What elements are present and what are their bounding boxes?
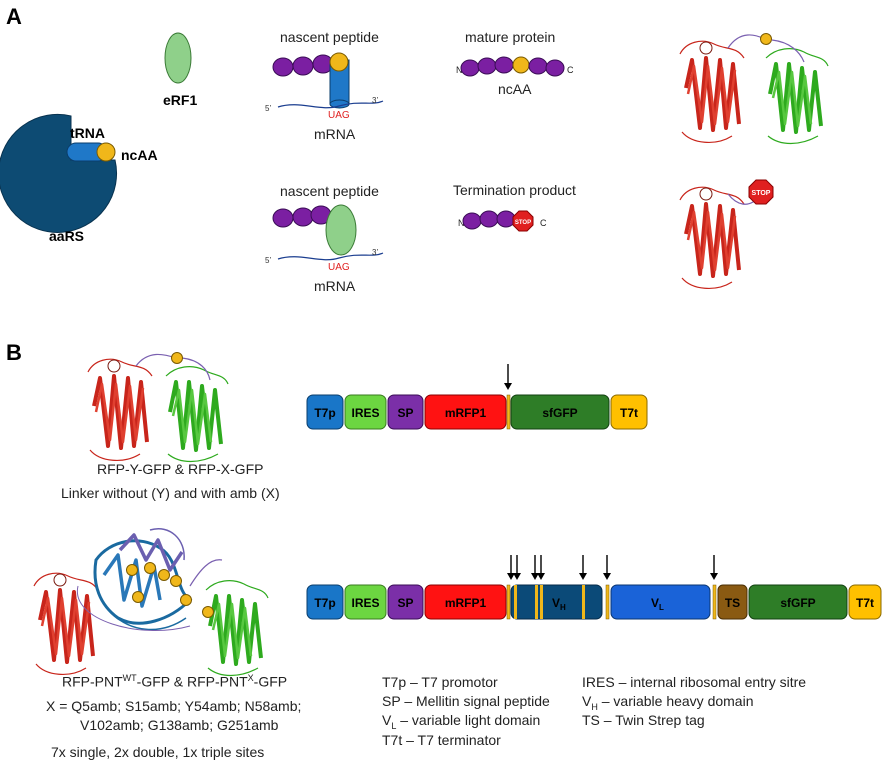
segment-sfgfp bbox=[510, 394, 610, 430]
mature-protein-label: mature protein bbox=[465, 29, 555, 45]
svg-text:sfGFP: sfGFP bbox=[542, 406, 577, 420]
erf1-label: eRF1 bbox=[163, 92, 197, 108]
svg-text:mRFP1: mRFP1 bbox=[445, 596, 487, 610]
svg-text:IRES: IRES bbox=[351, 596, 379, 610]
ncaa-label: ncAA bbox=[121, 147, 158, 163]
svg-text:T7p: T7p bbox=[314, 596, 335, 610]
svg-text:T7t: T7t bbox=[856, 596, 874, 610]
ncaa-shape bbox=[96, 142, 116, 162]
svg-text:TS: TS bbox=[725, 596, 740, 610]
segment-ires bbox=[344, 394, 387, 430]
segment2-ires bbox=[344, 584, 387, 620]
termination-n-terminus: N bbox=[458, 218, 465, 228]
ncaa-incorporated-top bbox=[329, 52, 349, 72]
vh-amber-site-2 bbox=[535, 585, 538, 619]
legend-t7t: T7t – T7 terminator bbox=[382, 732, 501, 748]
mrna-strand-top bbox=[277, 100, 384, 109]
segment2-t7p bbox=[306, 584, 344, 620]
stop-sign-icon: STOP bbox=[512, 210, 534, 232]
panel-b-label: B bbox=[6, 340, 22, 365]
svg-text:VH: VH bbox=[552, 596, 566, 612]
legend-vh: VH – variable heavy domain bbox=[582, 693, 754, 712]
construct2-caption: RFP-PNTWT-GFP & RFP-PNTX-GFP bbox=[62, 673, 288, 690]
segment2-t7t bbox=[848, 584, 882, 620]
construct1-gene-map: T7p IRES SP mRFP1 sfGFP T7t bbox=[306, 364, 648, 430]
uag-codon-top: UAG bbox=[328, 110, 350, 121]
svg-text:SP: SP bbox=[397, 406, 413, 420]
mature-c-terminus: C bbox=[567, 65, 574, 75]
svg-text:T7p: T7p bbox=[314, 406, 335, 420]
rfp-truncated-product: STOP bbox=[678, 179, 774, 291]
segment2-sfgfp bbox=[748, 584, 848, 620]
construct2-gene-map: T7p IRES SP mRFP1 VH VL TS sfGFP T7t bbox=[306, 555, 882, 620]
mrna-strand-bottom bbox=[277, 252, 384, 261]
legend-t7p: T7p – T7 promotor bbox=[382, 674, 498, 690]
segment2-vh bbox=[510, 584, 603, 620]
five-prime-bottom: 5’ bbox=[265, 256, 271, 265]
linker-amber-site bbox=[506, 394, 511, 430]
termination-product-label: Termination product bbox=[453, 182, 576, 198]
uag-codon-bottom: UAG bbox=[328, 262, 350, 273]
mature-n-terminus: N bbox=[456, 65, 463, 75]
construct1-subcaption: Linker without (Y) and with amb (X) bbox=[61, 485, 280, 501]
panel-a-label: A bbox=[6, 4, 22, 29]
segment-mrfp1 bbox=[424, 394, 507, 430]
three-prime-top: 3’ bbox=[372, 96, 378, 105]
aars-label: aaRS bbox=[49, 228, 84, 244]
svg-text:IRES: IRES bbox=[351, 406, 379, 420]
segment2-mrfp1 bbox=[424, 584, 507, 620]
nascent-peptide-bottom-label: nascent peptide bbox=[280, 183, 379, 199]
amber-site-arrow bbox=[504, 364, 512, 390]
stop-sign-text-protein: STOP bbox=[752, 190, 771, 197]
termination-product-chain bbox=[462, 210, 516, 230]
rfp-pnt-gfp-fusion bbox=[32, 527, 270, 678]
nascent-peptide-top-label: nascent peptide bbox=[280, 29, 379, 45]
erf1-bound-bottom bbox=[325, 204, 357, 256]
aars-enzyme-shape bbox=[0, 113, 118, 233]
legend-ts: TS – Twin Strep tag bbox=[582, 712, 705, 728]
mrna-label-top: mRNA bbox=[314, 126, 356, 142]
five-prime-top: 5’ bbox=[265, 104, 271, 113]
trna-label: tRNA bbox=[70, 125, 105, 141]
vl-amber-site bbox=[712, 584, 717, 620]
linker-amber-site-2 bbox=[605, 584, 610, 620]
segment2-vl bbox=[610, 584, 711, 620]
svg-text:VL: VL bbox=[651, 596, 664, 612]
amber-site-arrows bbox=[507, 555, 718, 580]
segment2-sp bbox=[387, 584, 424, 620]
three-prime-bottom: 3’ bbox=[372, 248, 378, 257]
legend-ires: IRES – internal ribosomal entry sitre bbox=[582, 674, 807, 690]
nascent-peptide-bottom bbox=[272, 205, 332, 228]
erf1-shape bbox=[164, 32, 192, 84]
vh-amber-site-1 bbox=[514, 585, 517, 619]
svg-text:sfGFP: sfGFP bbox=[780, 596, 815, 610]
rfp-gfp-fusion-top bbox=[678, 33, 830, 146]
legend-vl: VL – variable light domain bbox=[382, 712, 541, 731]
nascent-peptide-top bbox=[272, 54, 334, 77]
mature-protein-chain bbox=[460, 56, 565, 77]
vh-amber-site-3 bbox=[540, 585, 543, 619]
segment-sp bbox=[387, 394, 424, 430]
segment2-ts bbox=[717, 584, 748, 620]
legend-sp: SP – Mellitin signal peptide bbox=[382, 693, 550, 709]
vh-amber-site-4 bbox=[582, 585, 585, 619]
construct2-sites-line2: V102amb; G138amb; G251amb bbox=[80, 717, 279, 733]
segment-t7t bbox=[610, 394, 648, 430]
svg-text:mRFP1: mRFP1 bbox=[445, 406, 487, 420]
segment-t7p bbox=[306, 394, 344, 430]
construct1-caption: RFP-Y-GFP & RFP-X-GFP bbox=[97, 461, 264, 477]
ncaa-position-label: ncAA bbox=[498, 81, 532, 97]
svg-text:SP: SP bbox=[397, 596, 413, 610]
rfp-gfp-fusion-construct1 bbox=[86, 352, 230, 464]
construct2-sites-line1: X = Q5amb; S15amb; Y54amb; N58amb; bbox=[46, 698, 302, 714]
svg-text:T7t: T7t bbox=[620, 406, 638, 420]
construct2-sites-line3: 7x single, 2x double, 1x triple sites bbox=[51, 744, 265, 760]
termination-c-terminus: C bbox=[540, 218, 547, 228]
stop-sign-text: STOP bbox=[515, 220, 531, 226]
mrna-label-bottom: mRNA bbox=[314, 278, 356, 294]
